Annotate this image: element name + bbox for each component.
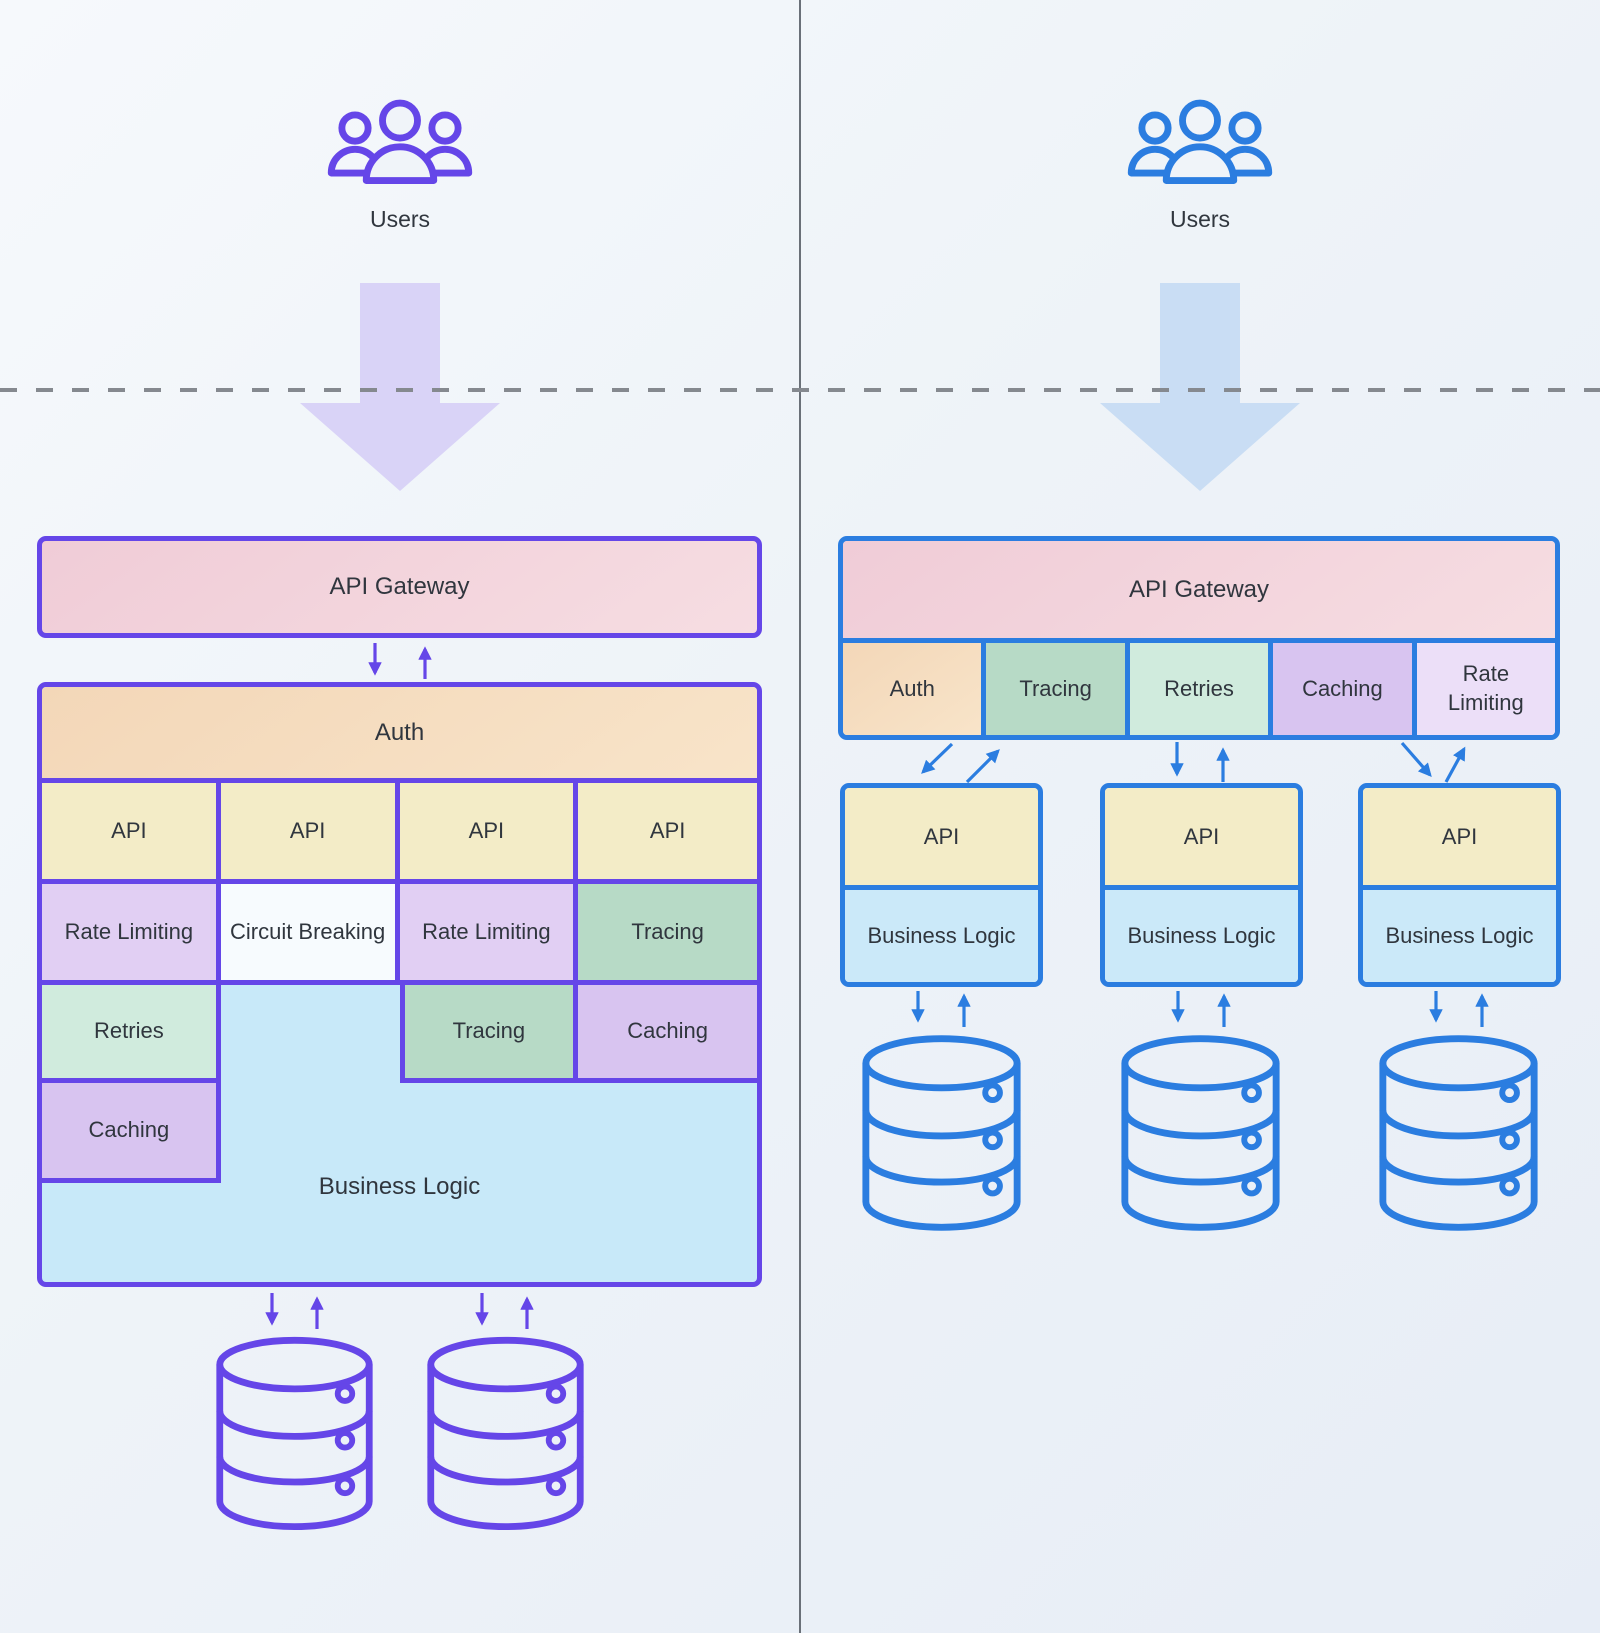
service-api-layer: API	[1363, 788, 1556, 890]
retries-cell: Retries	[42, 985, 221, 1083]
database-icon	[1379, 1035, 1538, 1231]
auth-layer: Auth	[42, 687, 757, 783]
caching-cell: Caching	[42, 1083, 221, 1183]
circuit-breaking-cell: Circuit Breaking	[220, 884, 400, 985]
service-api-layer: API	[1105, 788, 1298, 890]
api-cell: API	[399, 783, 579, 884]
microservice-box: API Business Logic	[1100, 783, 1303, 987]
gateway-auth-arrows	[368, 643, 432, 679]
monolith-service-block: Auth API API API API Rate Limiting Circu…	[37, 682, 762, 1287]
vertical-divider	[799, 0, 801, 1633]
api-gateway-box: API Gateway	[37, 536, 762, 638]
api-gateway-box: API Gateway	[843, 541, 1555, 643]
caching-cell: Caching	[578, 985, 757, 1083]
service-business-logic: Business Logic	[845, 890, 1038, 982]
logic-db-arrows	[265, 1293, 324, 1329]
api-gateway-label: API Gateway	[329, 573, 470, 600]
caching-feature-cell: Caching	[1273, 643, 1417, 735]
service-business-logic: Business Logic	[1363, 890, 1556, 982]
gateway-service-arrows	[921, 741, 1466, 784]
users-group-icon	[1127, 99, 1273, 184]
service-api-layer: API	[845, 788, 1038, 890]
traffic-arrow-down	[300, 283, 500, 491]
service-business-logic: Business Logic	[1105, 890, 1298, 982]
logic-db-arrows	[475, 1293, 534, 1329]
rate-limiting-feature-cell: Rate Limiting	[1416, 643, 1555, 735]
rate-limiting-cell: Rate Limiting	[42, 884, 221, 985]
database-icon	[427, 1336, 584, 1531]
api-cell: API	[42, 783, 221, 884]
service-db-arrows	[1429, 991, 1489, 1027]
tracing-cell: Tracing	[578, 884, 757, 985]
api-gateway-unit: API Gateway Auth Tracing Retries Caching…	[838, 536, 1560, 740]
microservice-box: API Business Logic	[1358, 783, 1561, 987]
trust-boundary-dashed-line	[0, 388, 1600, 392]
traffic-arrow-down	[1100, 283, 1300, 491]
microservice-box: API Business Logic	[840, 783, 1043, 987]
business-logic-label: Business Logic	[318, 1173, 481, 1200]
database-icon	[1121, 1035, 1280, 1231]
users-label: Users	[369, 206, 431, 232]
retries-feature-cell: Retries	[1129, 643, 1274, 735]
auth-feature-cell: Auth	[843, 643, 987, 735]
api-cell: API	[220, 783, 400, 884]
tracing-cell: Tracing	[399, 985, 579, 1083]
users-group-icon	[327, 99, 473, 184]
tracing-feature-cell: Tracing	[986, 643, 1130, 735]
service-db-arrows	[911, 991, 971, 1027]
api-gateway-label: API Gateway	[1128, 575, 1270, 603]
service-db-arrows	[1171, 991, 1231, 1027]
database-icon	[862, 1035, 1021, 1231]
users-label: Users	[1169, 206, 1231, 232]
rate-limiting-cell: Rate Limiting	[399, 884, 579, 985]
gateway-feature-strip: Auth Tracing Retries Caching Rate Limiti…	[843, 643, 1555, 735]
api-cell: API	[578, 783, 757, 884]
database-icon	[216, 1336, 373, 1531]
